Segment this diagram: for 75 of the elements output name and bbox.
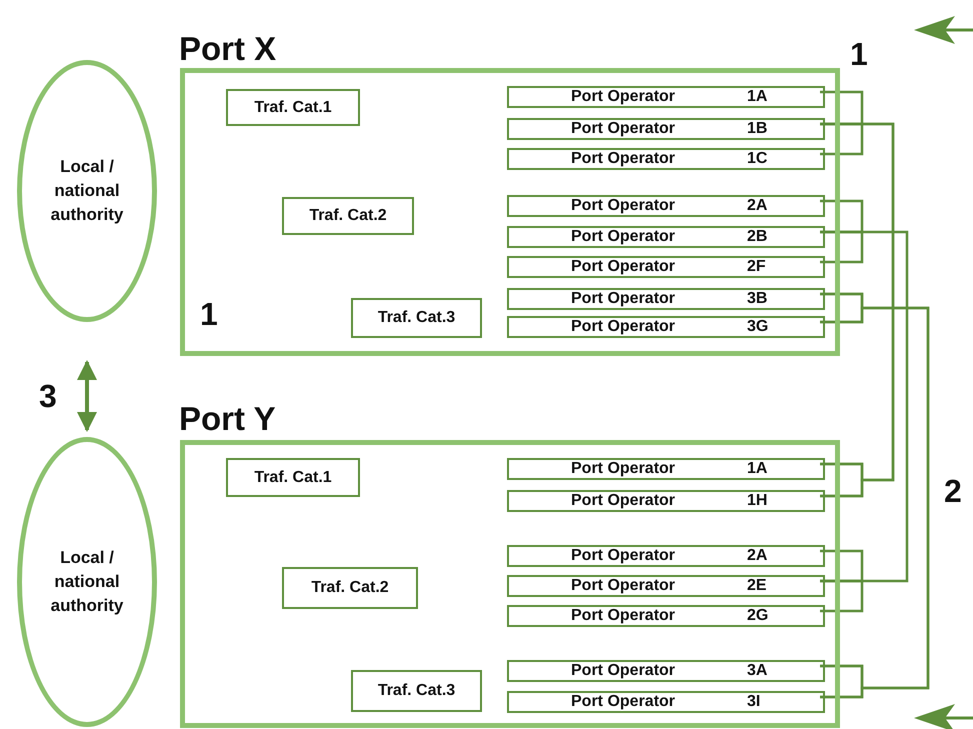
operator-code: 3G — [747, 318, 768, 335]
category-box — [226, 458, 360, 497]
category-label: Traf. Cat.2 — [309, 207, 387, 225]
channel-number: 1 — [850, 38, 868, 70]
operator-box — [507, 86, 825, 108]
operator-box — [507, 256, 825, 278]
port-number: 1 — [200, 298, 218, 330]
category-box — [282, 567, 418, 609]
connector-line — [820, 230, 908, 582]
port-title: Port Y — [179, 400, 276, 438]
category-box — [282, 197, 414, 235]
operator-box — [507, 660, 825, 682]
operator-label: Port Operator — [571, 290, 676, 307]
connector-line — [820, 230, 864, 264]
channel-number: 2 — [944, 475, 962, 507]
operator-box — [507, 316, 825, 338]
operator-label: Port Operator — [571, 150, 676, 167]
category-label: Traf. Cat.1 — [254, 98, 332, 116]
category-label: Traf. Cat.1 — [254, 468, 332, 486]
edge-label: 3 — [39, 380, 57, 412]
operator-code: 1A — [747, 460, 768, 477]
operator-code: 1B — [747, 120, 768, 137]
operator-box — [507, 458, 825, 480]
authority-label: Local / national authority — [50, 547, 124, 617]
connector-line — [820, 122, 864, 156]
authority-label: Local / national authority — [50, 156, 124, 226]
operator-code: 2F — [747, 258, 766, 275]
operator-code: 3I — [747, 693, 760, 710]
operator-code: 2B — [747, 228, 768, 245]
operator-label: Port Operator — [571, 460, 676, 477]
connector-line — [820, 550, 864, 582]
double-arrow — [77, 360, 97, 432]
operator-label: Port Operator — [571, 607, 676, 624]
category-box — [351, 298, 482, 338]
operator-box — [507, 575, 825, 597]
operator-box — [507, 226, 825, 248]
authority-ellipse — [17, 60, 157, 322]
authority-ellipse — [17, 437, 157, 727]
operator-code: 2A — [747, 197, 768, 214]
operator-label: Port Operator — [571, 258, 676, 275]
operator-code: 1A — [747, 88, 768, 105]
operator-label: Port Operator — [571, 662, 676, 679]
operator-code: 2G — [747, 607, 768, 624]
operator-code: 2A — [747, 547, 768, 564]
operator-label: Port Operator — [571, 693, 676, 710]
operator-box — [507, 605, 825, 627]
operator-code: 1C — [747, 150, 768, 167]
operator-box — [507, 118, 825, 140]
operator-label: Port Operator — [571, 318, 676, 335]
operator-box — [507, 691, 825, 713]
operator-code: 3B — [747, 290, 768, 307]
category-label: Traf. Cat.2 — [311, 579, 389, 597]
operator-box — [507, 195, 825, 217]
operator-label: Port Operator — [571, 492, 676, 509]
port-title: Port X — [179, 30, 276, 68]
category-box — [226, 89, 360, 126]
connector-line — [820, 90, 864, 126]
operator-label: Port Operator — [571, 228, 676, 245]
connector-line — [820, 580, 864, 612]
category-label: Traf. Cat.3 — [378, 682, 456, 700]
operator-box — [507, 288, 825, 310]
operator-label: Port Operator — [571, 197, 676, 214]
operator-box — [507, 148, 825, 170]
operator-label: Port Operator — [571, 88, 676, 105]
operator-label: Port Operator — [571, 577, 676, 594]
operator-box — [507, 545, 825, 567]
operator-box — [507, 490, 825, 512]
operator-code: 1H — [747, 492, 768, 509]
operator-label: Port Operator — [571, 547, 676, 564]
category-label: Traf. Cat.3 — [378, 309, 456, 327]
operator-label: Port Operator — [571, 120, 676, 137]
connector-line — [820, 200, 864, 234]
category-box — [351, 670, 482, 712]
operator-code: 2E — [747, 577, 767, 594]
operator-code: 3A — [747, 662, 768, 679]
